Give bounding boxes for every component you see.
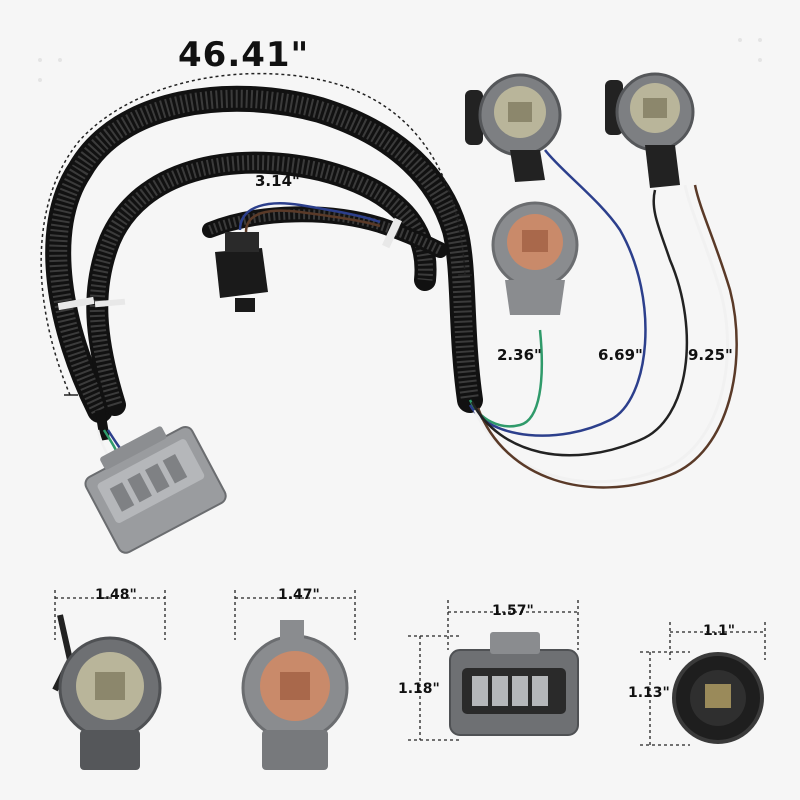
socket-middle-copper: [491, 201, 579, 315]
blue-lead-length-label: 6.69": [598, 346, 643, 364]
closeup-plug: [408, 600, 579, 741]
main-loom: [45, 85, 483, 423]
side-socket: [215, 202, 381, 312]
tail-leads: [468, 149, 738, 489]
brown-lead-length-label: 9.25": [688, 346, 733, 364]
green-lead-length-label: 2.36": [497, 346, 542, 364]
plug-height-label: 1.18": [398, 681, 440, 697]
closeup-small-socket: [640, 622, 766, 746]
plug-width-label: 1.57": [492, 603, 534, 619]
main-cable-length-label: 46.41": [178, 35, 310, 75]
copper-socket-width-label: 1.47": [278, 587, 320, 603]
background-dots: [38, 38, 762, 82]
main-plug: [84, 409, 227, 554]
small-socket-height-label: 1.13": [628, 685, 670, 701]
gray-socket-width-label: 1.48": [95, 587, 137, 603]
small-socket-width-label: 1.1": [703, 623, 736, 639]
closeup-copper-socket: [234, 590, 356, 770]
socket-top-right: [605, 72, 695, 188]
side-lead-length-label: 3.14": [255, 172, 300, 190]
closeup-gray-socket: [52, 590, 166, 770]
socket-top-left: [465, 73, 562, 182]
